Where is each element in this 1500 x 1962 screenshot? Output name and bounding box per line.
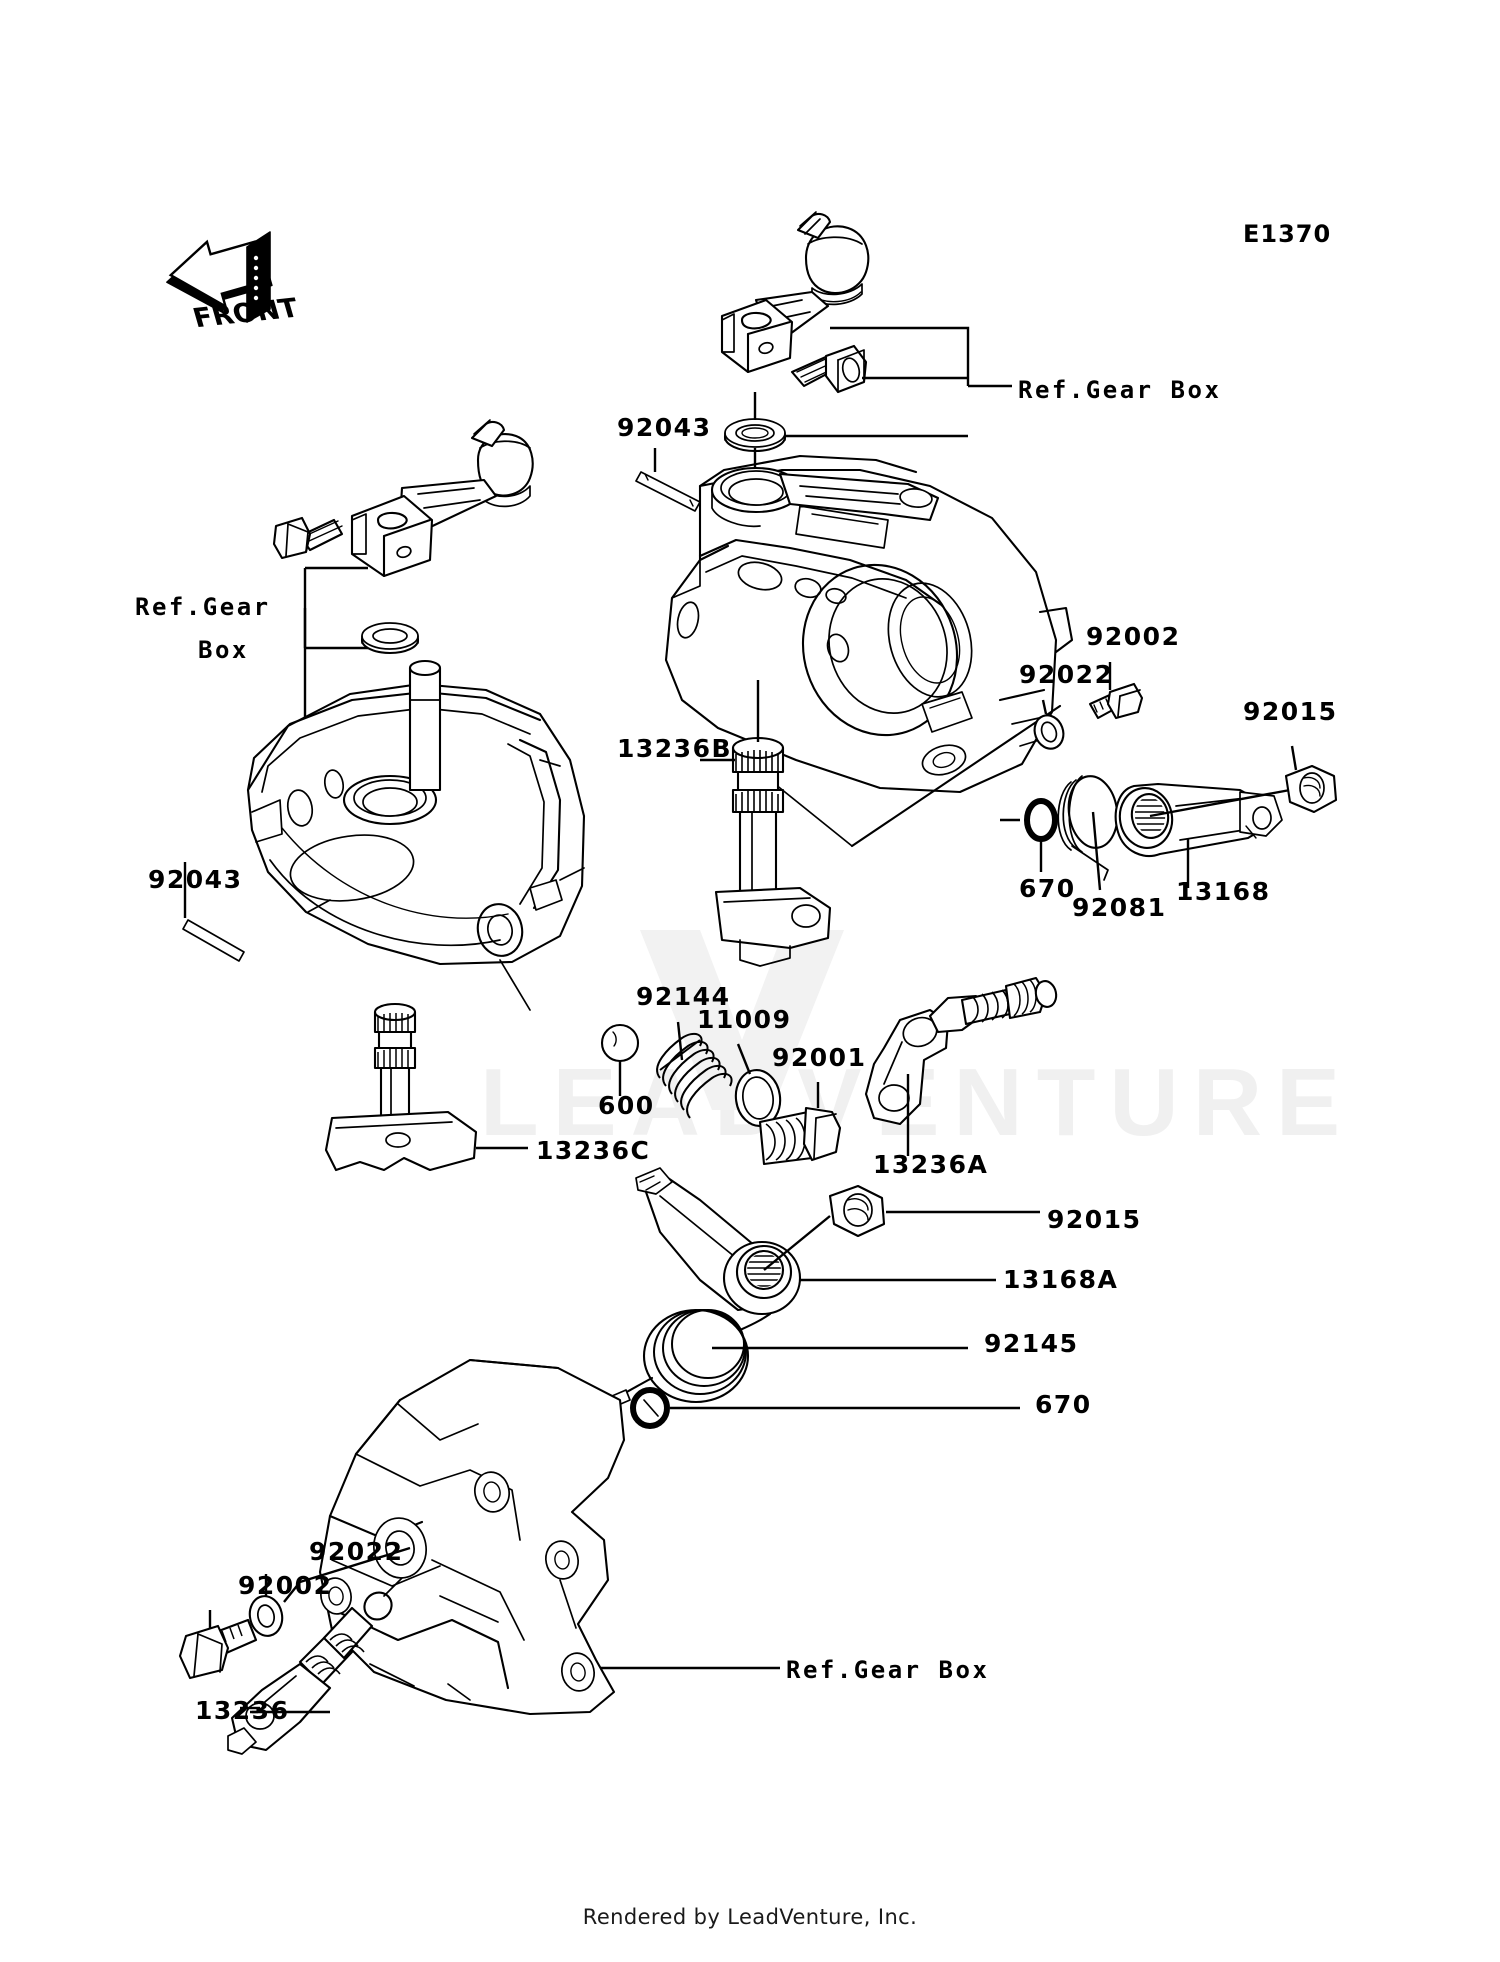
washer-92022-mid bbox=[1033, 699, 1065, 750]
ball-600 bbox=[600, 1023, 640, 1096]
washer-92022-bottom bbox=[248, 1546, 411, 1637]
bolt-92002-bottom bbox=[178, 1610, 258, 1680]
label-ref-gear-left-1: Ref.Gear bbox=[135, 593, 271, 621]
label-92022-mid: 92022 bbox=[1019, 660, 1113, 689]
label-92022-bottom: 92022 bbox=[309, 1537, 403, 1566]
label-13168: 13168 bbox=[1176, 877, 1270, 906]
label-13168A: 13168A bbox=[1003, 1265, 1118, 1294]
label-92081: 92081 bbox=[1072, 893, 1166, 922]
nut-92015-lower bbox=[828, 1184, 1040, 1238]
spring-92145 bbox=[610, 1308, 968, 1407]
label-ref-gear-box-top: Ref.Gear Box bbox=[1018, 376, 1221, 404]
label-92002-bottom: 92002 bbox=[238, 1571, 332, 1600]
label-670-lower: 670 bbox=[1035, 1390, 1092, 1419]
shift-shaft-13236 bbox=[227, 1577, 403, 1755]
label-92043-upper: 92043 bbox=[617, 413, 711, 442]
lever-13168A bbox=[635, 1167, 996, 1316]
gear-case-left bbox=[246, 659, 586, 966]
label-92043-lower: 92043 bbox=[148, 865, 242, 894]
lever-13168 bbox=[1114, 782, 1291, 888]
shift-shaft-13236C bbox=[324, 959, 531, 1172]
bolt-92001 bbox=[758, 1082, 842, 1166]
label-92002-mid: 92002 bbox=[1086, 622, 1180, 651]
gear-case-upper bbox=[664, 454, 1074, 848]
shift-shaft-13236B bbox=[700, 680, 832, 967]
label-13236A: 13236A bbox=[873, 1150, 988, 1179]
label-13236B: 13236B bbox=[617, 734, 732, 763]
label-600: 600 bbox=[598, 1091, 655, 1120]
pin-92043-lower bbox=[182, 862, 245, 962]
diagram-code: E1370 bbox=[1243, 220, 1331, 248]
washer-92043-top bbox=[723, 392, 968, 478]
callout-labels: Ref.Gear Box 92043 Ref.Gear Box 92002 92… bbox=[135, 376, 1337, 1725]
shift-lever-left bbox=[272, 419, 534, 655]
label-92015-lower: 92015 bbox=[1047, 1205, 1141, 1234]
front-arrow-icon: FRONT bbox=[166, 231, 303, 334]
label-ref-gear-box-bot: Ref.Gear Box bbox=[786, 1656, 989, 1684]
label-92015-right: 92015 bbox=[1243, 697, 1337, 726]
shaft-boss bbox=[710, 466, 802, 528]
shift-lever-top bbox=[720, 211, 1012, 394]
bolt-92002-mid bbox=[1088, 662, 1144, 720]
shift-lever-13236A bbox=[864, 976, 1058, 1156]
label-92001: 92001 bbox=[772, 1043, 866, 1072]
oring-670-upper bbox=[1000, 798, 1058, 872]
label-13236C: 13236C bbox=[536, 1136, 650, 1165]
nut-92015-right bbox=[1284, 745, 1338, 814]
pinch-bolt-top bbox=[790, 344, 868, 394]
label-11009: 11009 bbox=[697, 1005, 791, 1034]
pinch-bolt-left bbox=[272, 516, 344, 560]
oring-670-lower bbox=[630, 1387, 1020, 1429]
gear-case-bottom bbox=[318, 1358, 780, 1716]
label-ref-gear-left-2: Box bbox=[198, 636, 249, 664]
footer-credit: Rendered by LeadVenture, Inc. bbox=[582, 1905, 918, 1929]
spring-92144 bbox=[656, 1021, 733, 1119]
label-92145: 92145 bbox=[984, 1329, 1078, 1358]
label-92144: 92144 bbox=[636, 982, 730, 1011]
spring-92081 bbox=[1057, 775, 1119, 891]
label-13236: 13236 bbox=[195, 1696, 289, 1725]
label-670-upper: 670 bbox=[1019, 874, 1076, 903]
